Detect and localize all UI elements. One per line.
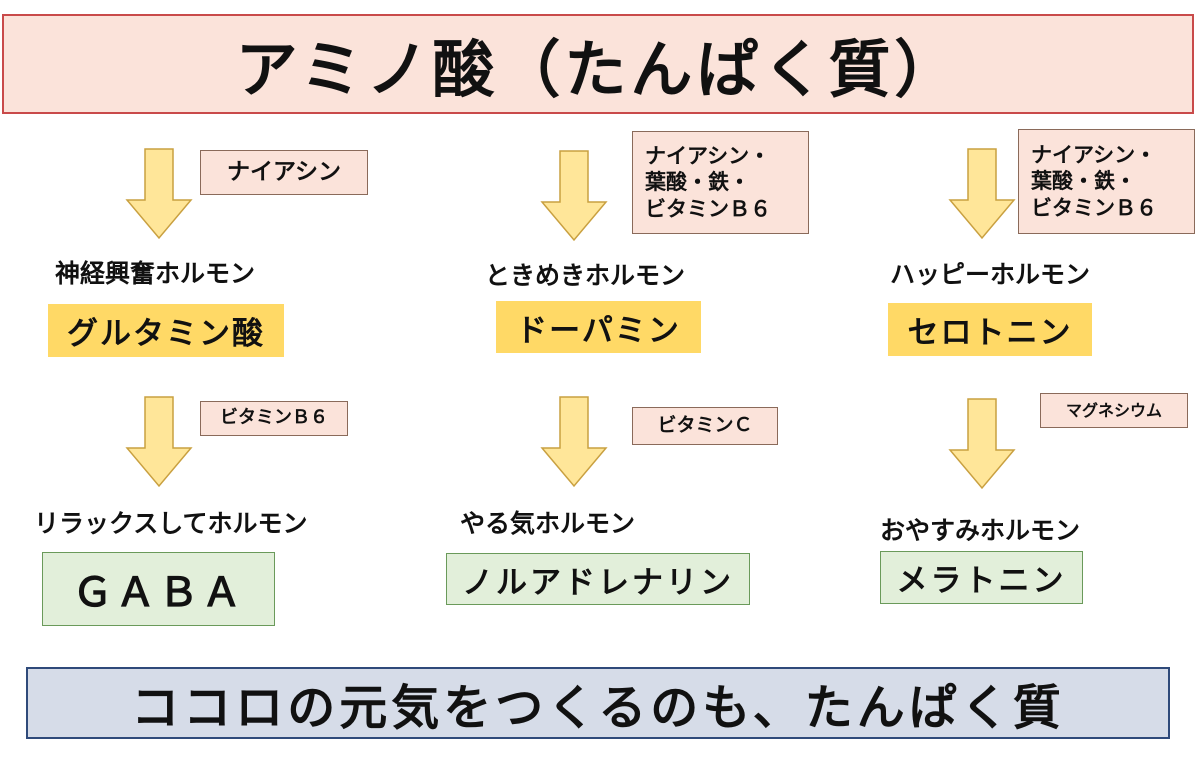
cofactor-note: ビタミンＢ６ [200,401,348,436]
down-arrow-icon [125,148,193,240]
hormone-label: リラックスしてホルモン [34,509,308,538]
hormone-label: やる気ホルモン [460,509,636,538]
cofactor-note: ナイアシン・ 葉酸・鉄・ ビタミンＢ６ [632,131,809,234]
cofactor-note: ビタミンＣ [632,407,778,445]
footer-banner: ココロの元気をつくるのも、たんぱく質 [26,667,1170,739]
substance-box: セロトニン [888,303,1092,356]
page-title: アミノ酸（たんぱく質） [235,33,961,106]
hormone-label: 神経興奮ホルモン [55,259,256,288]
substance-box: ＧＡＢＡ [42,552,275,626]
down-arrow-icon [540,150,608,242]
substance-box: ノルアドレナリン [446,553,750,605]
substance-box: メラトニン [880,551,1083,604]
down-arrow-icon [948,398,1016,490]
cofactor-note: ナイアシン [200,150,368,195]
substance-box: ドーパミン [496,301,701,353]
down-arrow-icon [948,148,1016,240]
down-arrow-icon [540,396,608,488]
hormone-label: おやすみホルモン [880,516,1081,545]
cofactor-note: ナイアシン・ 葉酸・鉄・ ビタミンＢ６ [1018,129,1195,234]
cofactor-note: マグネシウム [1040,393,1188,428]
title-banner: アミノ酸（たんぱく質） [2,14,1194,114]
hormone-label: ハッピーホルモン [890,260,1091,289]
down-arrow-icon [125,396,193,488]
hormone-label: ときめきホルモン [485,261,686,290]
substance-box: グルタミン酸 [48,304,284,357]
